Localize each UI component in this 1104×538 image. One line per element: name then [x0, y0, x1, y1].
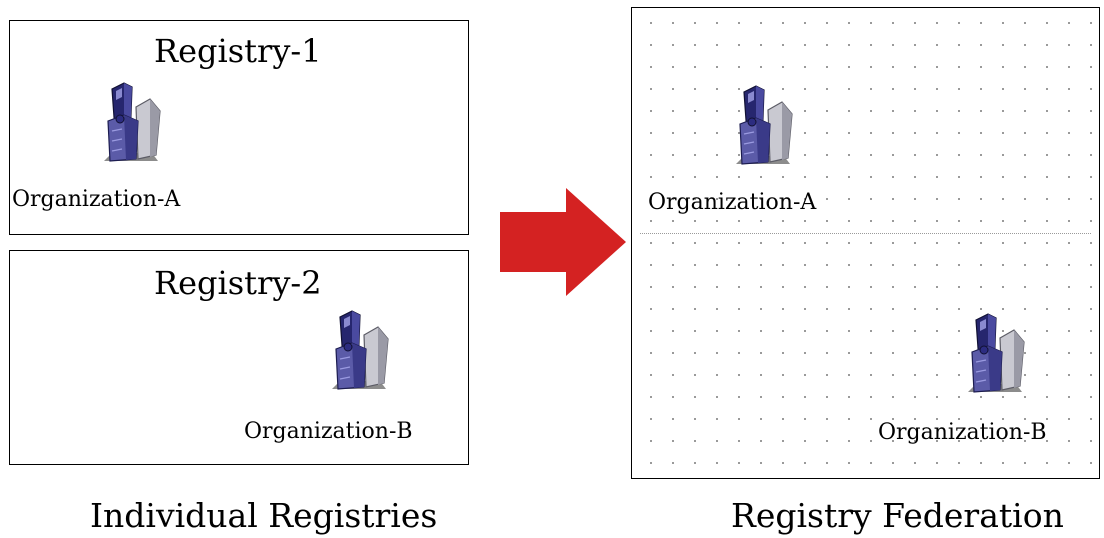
arrow-right-icon [500, 188, 626, 296]
right-caption: Registry Federation [731, 496, 1064, 535]
building-icon [962, 312, 1028, 394]
federation-organization-b: Organization-B [878, 420, 1047, 445]
building-icon [98, 81, 164, 163]
building-icon [326, 309, 392, 391]
registry-1-title: Registry-1 [154, 32, 322, 70]
registry-2-box: Registry-2 Organization-B [9, 250, 469, 465]
registry-1-organization: Organization-A [12, 187, 181, 212]
federation-divider [640, 233, 1091, 234]
federation-organization-a: Organization-A [648, 190, 817, 215]
registry-1-box: Registry-1 Organization-A [9, 20, 469, 235]
registry-federation-box: Organization-A Organization-B [631, 7, 1100, 479]
registry-2-organization: Organization-B [244, 419, 413, 444]
left-caption: Individual Registries [90, 496, 438, 535]
building-icon [730, 84, 796, 166]
registry-2-title: Registry-2 [154, 264, 322, 302]
